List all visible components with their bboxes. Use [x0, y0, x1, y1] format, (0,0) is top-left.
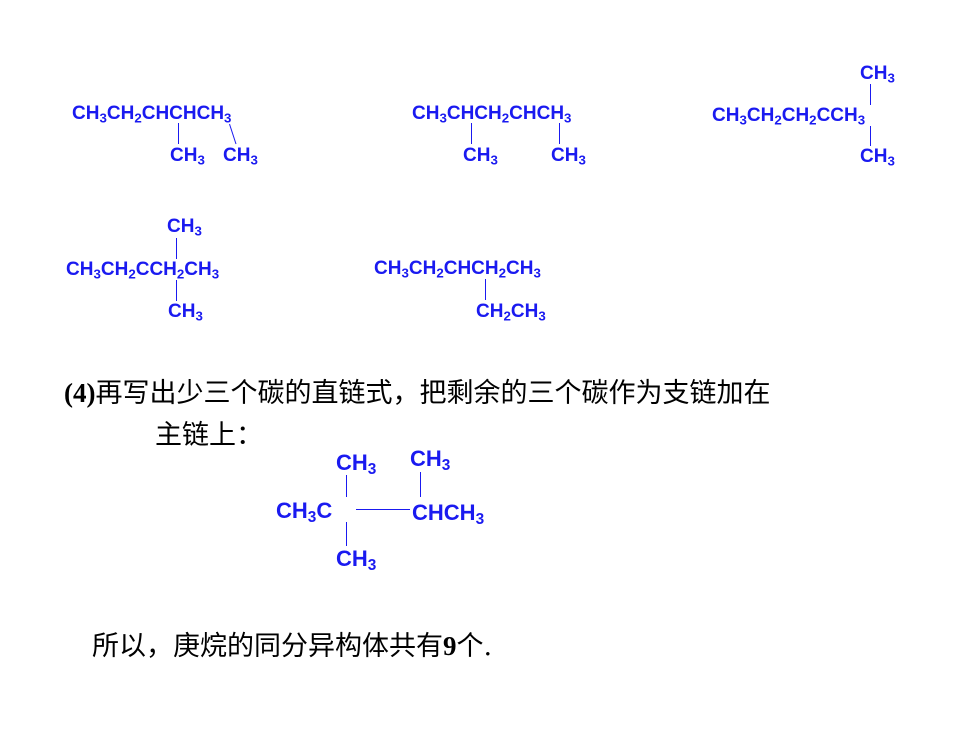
structure-2-bond-b: [559, 123, 561, 144]
structure-6-bond-horizontal: [356, 509, 410, 511]
step-number: (4): [64, 378, 96, 408]
structure-3-bond-top: [870, 84, 872, 105]
structure-4-bond-bottom: [176, 280, 178, 301]
structure-1-branch-a: CH3: [170, 145, 205, 168]
conclusion-prefix: 所以，庚烷的同分异构体共有: [92, 631, 443, 662]
structure-2-branch-a: CH3: [463, 145, 498, 168]
structure-5-main-chain: CH3CH2CHCH2CH3: [374, 258, 541, 281]
structure-4-bottom-branch: CH3: [168, 301, 203, 324]
structure-4-top-branch: CH3: [167, 216, 202, 239]
structure-2-branch-b: CH3: [551, 145, 586, 168]
structure-6-main-right: CHCH3: [412, 500, 485, 528]
structure-3-bond-bottom: [870, 126, 872, 146]
structure-1-branch-b: CH3: [223, 145, 258, 168]
structure-4-main-chain: CH3CH2CCH2CH3: [66, 259, 220, 282]
conclusion: 所以，庚烷的同分异构体共有9个.: [92, 631, 493, 662]
structure-6-top-right-branch: CH3: [410, 446, 451, 474]
structure-1-bond-a: [178, 123, 180, 144]
conclusion-suffix: 个.: [456, 631, 493, 662]
structure-6-bond-top-right: [420, 472, 422, 497]
structure-3-bottom-branch: CH3: [860, 146, 895, 169]
structure-6-bottom-branch: CH3: [336, 546, 377, 574]
step-4-line-1-text: 再写出少三个碳的直链式，把剩余的三个碳作为支链加在: [95, 378, 771, 409]
structure-3-main-chain: CH3CH2CH2CCH3: [712, 105, 866, 128]
structure-2-bond-a: [471, 123, 473, 144]
structure-6-bond-bottom: [346, 522, 348, 546]
structure-6-top-left-branch: CH3: [336, 450, 377, 478]
structure-6-main-left: CH3C: [276, 498, 333, 526]
structure-4-bond-top: [176, 238, 178, 259]
structure-3-top-branch: CH3: [860, 63, 895, 86]
structure-1-main-chain: CH3CH2CHCHCH3: [72, 103, 232, 126]
step-4-line-2: 主链上：: [155, 420, 263, 451]
structure-5-branch: CH2CH3: [476, 301, 546, 324]
step-4-line-1: (4)再写出少三个碳的直链式，把剩余的三个碳作为支链加在: [64, 378, 771, 409]
structure-5-bond: [485, 279, 487, 300]
structure-1-bond-b: [229, 123, 237, 145]
conclusion-count: 9: [443, 631, 457, 661]
structure-2-main-chain: CH3CHCH2CHCH3: [412, 103, 572, 126]
structure-6-bond-top-left: [346, 475, 348, 497]
